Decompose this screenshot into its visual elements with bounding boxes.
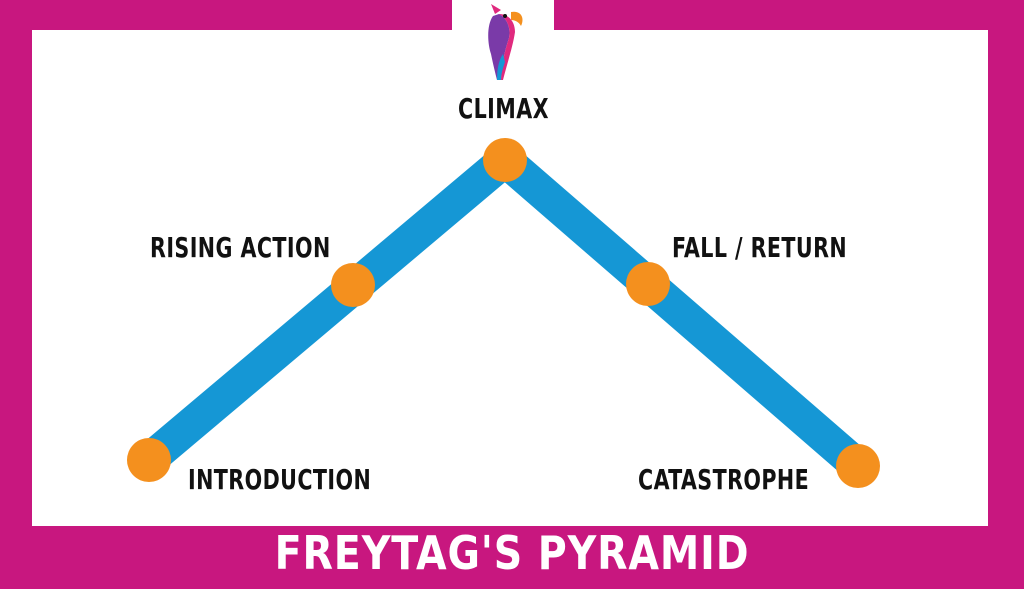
falling-line: [493, 147, 870, 479]
catastrophe-label: CATASTROPHE: [638, 463, 810, 496]
fall-return-label: FALL / RETURN: [672, 231, 848, 264]
climax-node: [483, 138, 527, 182]
rising-action-label: RISING ACTION: [150, 231, 331, 264]
parrot-icon: [488, 4, 523, 80]
introduction-label: INTRODUCTION: [188, 463, 372, 496]
frame-notch-left: [440, 0, 454, 30]
rising-line: [138, 147, 516, 473]
climax-label: CLIMAX: [458, 92, 549, 125]
page-title: FREYTAG'S PYRAMID: [274, 526, 750, 580]
rising-action-node: [331, 263, 375, 307]
fall-return-node: [626, 262, 670, 306]
catastrophe-node: [836, 444, 880, 488]
frame-notch-right: [554, 0, 568, 30]
introduction-node: [127, 438, 171, 482]
